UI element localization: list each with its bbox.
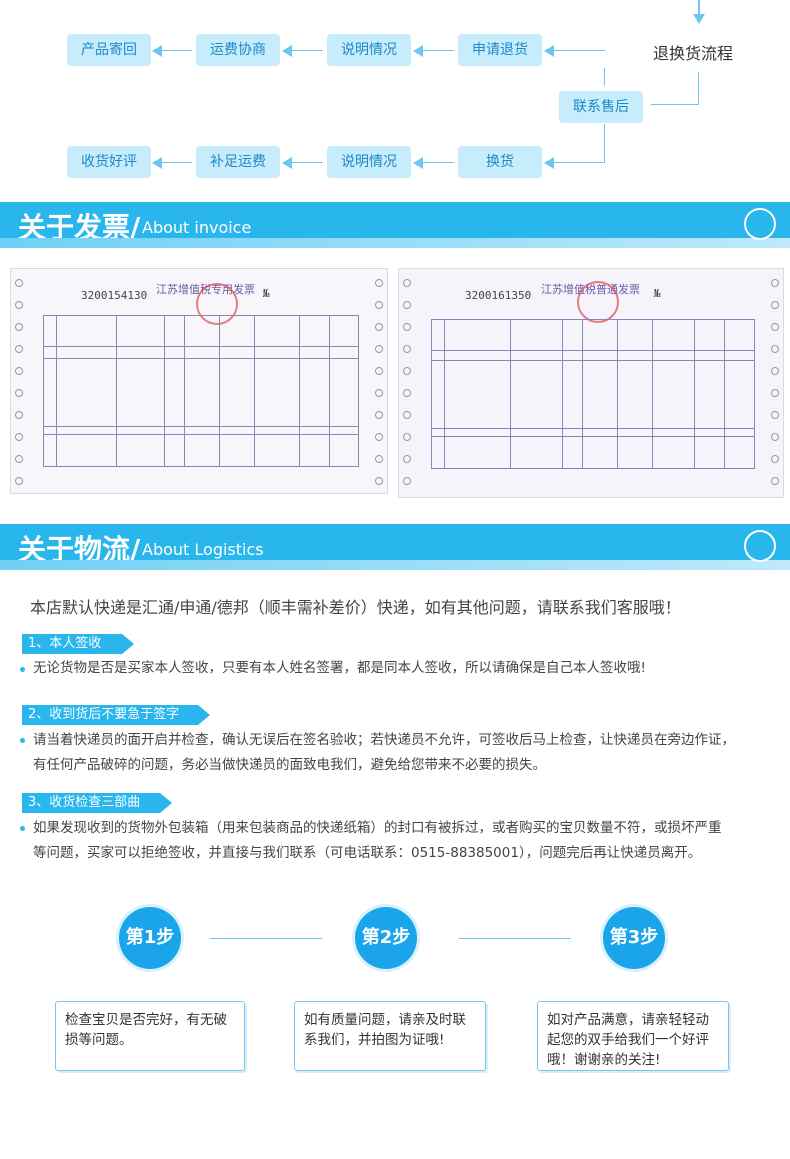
invoice-banner: 关于发票/ About invoice <box>0 202 790 248</box>
self-sign-text: 无论货物是否是买家本人签收，只要有本人姓名签署，都是同本人签收，所以请确保是自己… <box>33 660 646 676</box>
arrow-left-icon <box>413 157 423 169</box>
tag-tail-icon <box>198 705 210 725</box>
flow-step-explain-2: 说明情况 <box>327 146 411 178</box>
bullet-icon <box>20 826 25 831</box>
step-connector <box>459 938 571 939</box>
tag-tail-icon <box>122 634 134 654</box>
inspect-text-line1: 请当着快递员的面开启并检查，确认无误后在签名验收；若快递员不允许，可签收后马上检… <box>33 732 735 748</box>
flow-step-negotiate-shipping: 运费协商 <box>196 34 280 66</box>
arrow-left-icon <box>413 45 423 57</box>
arrow-down-icon <box>693 14 705 24</box>
step-2-circle: 第2步 <box>355 907 417 969</box>
invoice-vat-normal: 3200161350 江苏增值税普通发票 № <box>398 268 784 498</box>
shop-logo-icon <box>744 530 776 562</box>
invoice-vat-special: 3200154130 江苏增值税专用发票 № <box>10 268 388 494</box>
logistics-title-en: About Logistics <box>142 540 264 559</box>
logistics-banner: 关于物流/ About Logistics <box>0 524 790 570</box>
red-stamp-icon <box>196 283 238 325</box>
courier-notice: 本店默认快递是汇通/申通/德邦（顺丰需补差价）快递，如有其他问题，请联系我们客服… <box>30 598 681 617</box>
bullet-icon <box>20 738 25 743</box>
invoice-no-mark: № <box>654 287 661 300</box>
arrow-left-icon <box>152 157 162 169</box>
invoice-number: 3200154130 <box>81 289 148 302</box>
step-3-text: 如对产品满意，请亲轻轻动起您的双手给我们一个好评哦！谢谢亲的关注! <box>537 1001 729 1071</box>
tag-self-sign: 1、本人签收 <box>22 634 122 654</box>
tag-tail-icon <box>160 793 172 813</box>
flow-step-pay-shipping: 补足运费 <box>196 146 280 178</box>
step-1-text: 检查宝贝是否完好，有无破损等问题。 <box>55 1001 245 1071</box>
arrow-left-icon <box>282 45 292 57</box>
flow-step-explain: 说明情况 <box>327 34 411 66</box>
flow-step-apply-return: 申请退货 <box>458 34 542 66</box>
invoice-no-mark: № <box>263 287 270 300</box>
step-connector <box>210 938 322 939</box>
red-stamp-icon <box>577 281 619 323</box>
flow-step-return-product: 产品寄回 <box>67 34 151 66</box>
flow-step-good-review: 收货好评 <box>67 146 151 178</box>
arrow-left-icon <box>282 157 292 169</box>
flow-step-contact-aftersales: 联系售后 <box>559 91 643 123</box>
reject-text-line1: 如果发现收到的货物外包装箱（用来包装商品的快递纸箱）的封口有被拆过，或者购买的宝… <box>33 820 722 836</box>
step-2-text: 如有质量问题，请亲及时联系我们，并拍图为证哦! <box>294 1001 486 1071</box>
step-1-circle: 第1步 <box>119 907 181 969</box>
invoice-title-en: About invoice <box>142 218 252 237</box>
shop-logo-icon <box>744 208 776 240</box>
bullet-icon <box>20 667 25 672</box>
arrow-left-icon <box>544 157 554 169</box>
inspect-text-line2: 有任何产品破碎的问题，务必当做快递员的面致电我们，避免给您带来不必要的损失。 <box>33 757 546 773</box>
flow-title: 退换货流程 <box>653 44 734 63</box>
invoice-number: 3200161350 <box>465 289 532 302</box>
arrow-left-icon <box>152 45 162 57</box>
tag-dont-sign-hastily: 2、收到货后不要急于签字 <box>22 705 198 725</box>
tag-three-steps: 3、收货检查三部曲 <box>22 793 160 813</box>
step-3-circle: 第3步 <box>603 907 665 969</box>
reject-text-line2: 等问题，买家可以拒绝签收，并直接与我们联系（可电话联系：0515-8838500… <box>33 845 702 861</box>
flow-step-exchange: 换货 <box>458 146 542 178</box>
invoice-table <box>431 319 755 469</box>
invoice-table <box>43 315 359 467</box>
arrow-left-icon <box>544 45 554 57</box>
